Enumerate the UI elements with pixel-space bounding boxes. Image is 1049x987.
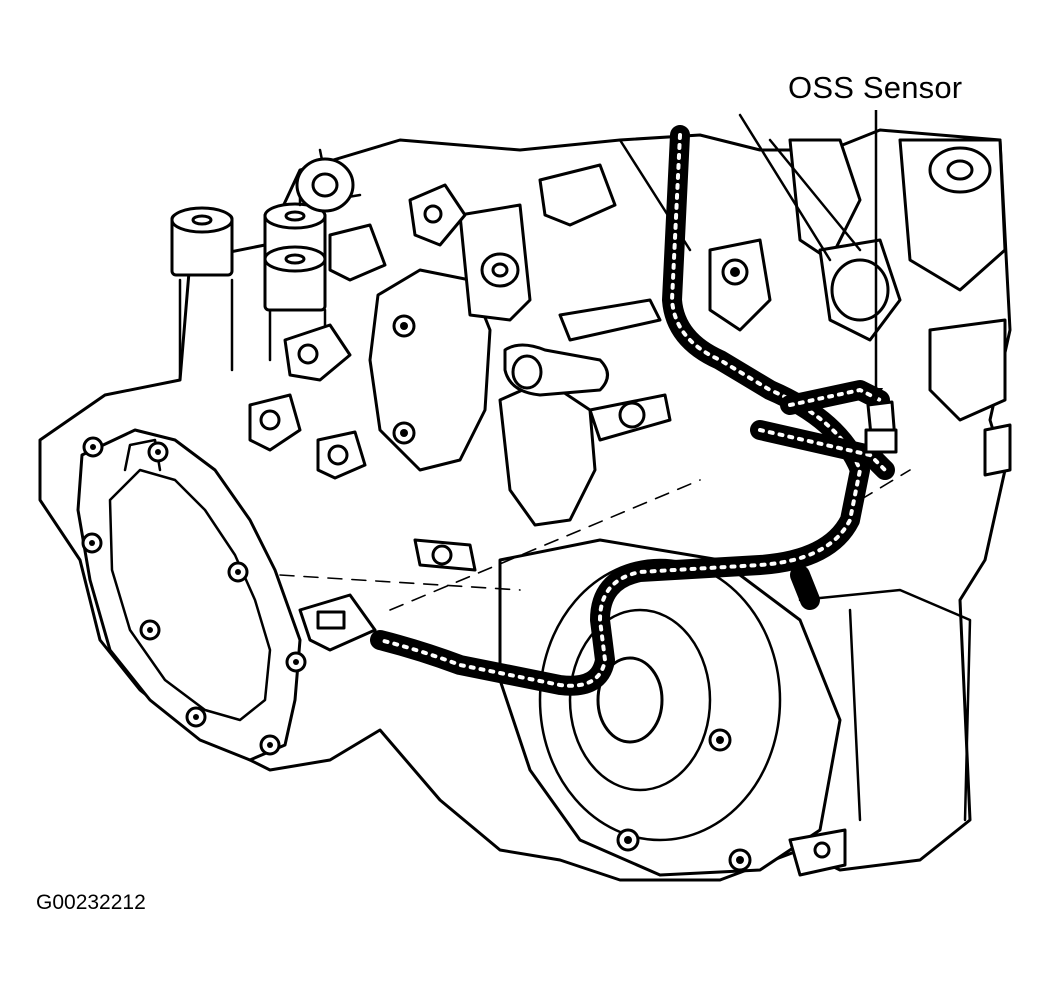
figure-id: G00232212	[36, 891, 146, 914]
oss-sensor-label: OSS Sensor	[788, 70, 963, 105]
end-cover	[76, 428, 302, 762]
differential-case	[498, 538, 972, 877]
shift-linkage	[498, 298, 672, 527]
mounting-bosses	[170, 148, 362, 382]
oss-sensor	[864, 400, 898, 454]
valve-body	[248, 163, 617, 480]
dashed-guides	[279, 469, 911, 611]
right-castings	[618, 113, 1012, 477]
callout-leader	[869, 110, 883, 402]
cover-bolts	[81, 436, 307, 756]
wiring-harness	[370, 125, 895, 696]
harness-connector	[298, 538, 477, 652]
